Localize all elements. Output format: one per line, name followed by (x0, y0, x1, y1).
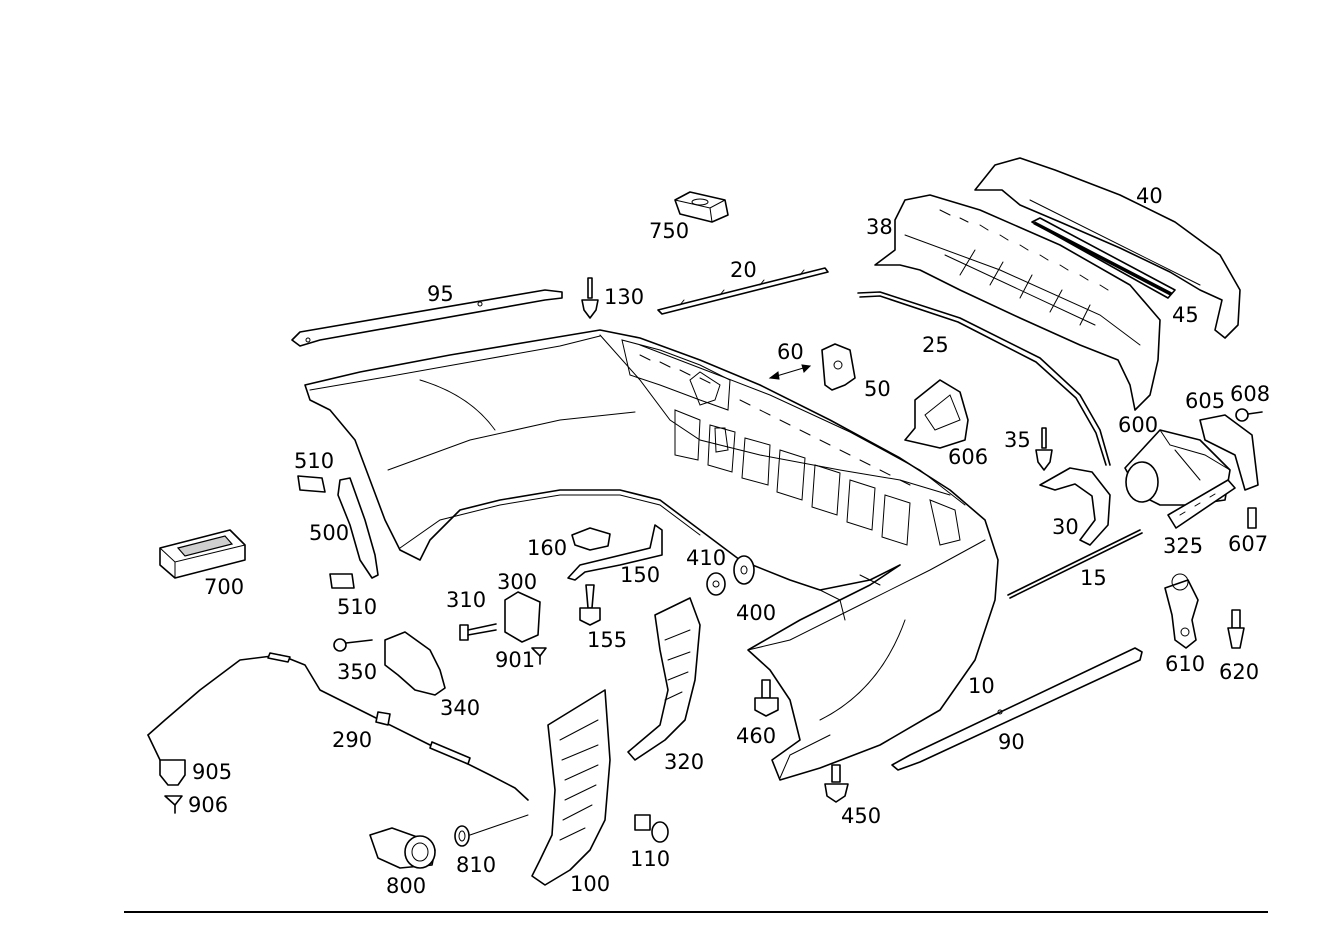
callout-310: 310 (446, 588, 486, 612)
callout-labels: 10 15 20 25 30 35 38 40 45 50 60 90 95 1… (188, 184, 1270, 898)
part-901-clip (531, 647, 547, 665)
part-60-arrows (768, 364, 812, 380)
callout-607: 607 (1228, 532, 1268, 556)
part-510-clip-upper (297, 475, 326, 493)
part-800-sensor (369, 827, 436, 869)
part-15-strip (1007, 529, 1143, 599)
part-500-bracket (337, 477, 379, 579)
part-700-control-unit (159, 529, 246, 579)
callout-905: 905 (192, 760, 232, 784)
callout-38: 38 (866, 215, 893, 239)
callout-500: 500 (309, 521, 349, 545)
part-607-clip (1247, 507, 1257, 529)
callout-95: 95 (427, 282, 454, 306)
part-906-cap (164, 795, 183, 814)
part-750-block (674, 191, 729, 223)
callout-600: 600 (1118, 413, 1158, 437)
callout-610: 610 (1165, 652, 1205, 676)
callout-150: 150 (620, 563, 660, 587)
part-450-clip (824, 764, 849, 803)
part-30-bracket (1039, 467, 1111, 546)
callout-608: 608 (1230, 382, 1270, 406)
part-300-module (504, 591, 541, 643)
part-320-bracket (627, 597, 701, 761)
part-40-upper-panel (974, 157, 1241, 339)
part-25-trim-strip (857, 291, 1111, 466)
callout-800: 800 (386, 874, 426, 898)
part-510-clip-lower (329, 573, 355, 589)
part-110-clip (634, 814, 669, 843)
callout-620: 620 (1219, 660, 1259, 684)
callout-35: 35 (1004, 428, 1031, 452)
callout-906: 906 (188, 793, 228, 817)
part-90-strip (891, 647, 1143, 771)
callout-400: 400 (736, 601, 776, 625)
part-38-diffuser (874, 194, 1161, 411)
callout-160: 160 (527, 536, 567, 560)
callout-40: 40 (1136, 184, 1163, 208)
part-155-screw (579, 584, 601, 626)
part-150-bracket (567, 524, 663, 581)
part-610-sensor (1164, 573, 1199, 649)
part-810-ring (454, 814, 529, 847)
callout-130: 130 (604, 285, 644, 309)
part-605-bracket (1199, 414, 1259, 491)
callout-510-lower: 510 (337, 595, 377, 619)
callout-700: 700 (204, 575, 244, 599)
callout-10: 10 (968, 674, 995, 698)
callout-290: 290 (332, 728, 372, 752)
part-350-bolt (333, 638, 373, 652)
part-290-wiring-harness (147, 652, 529, 801)
part-460-bolt (754, 679, 779, 717)
callout-45: 45 (1172, 303, 1199, 327)
callout-350: 350 (337, 660, 377, 684)
part-606-bracket (904, 379, 969, 449)
part-340-bracket (384, 631, 446, 696)
part-310-bolt (459, 623, 497, 641)
callout-15: 15 (1080, 566, 1107, 590)
callout-510-upper: 510 (294, 449, 334, 473)
part-160-holder (571, 527, 611, 551)
callout-750: 750 (649, 219, 689, 243)
callout-606: 606 (948, 445, 988, 469)
callout-460: 460 (736, 724, 776, 748)
callout-20: 20 (730, 258, 757, 282)
part-130-rivet (581, 277, 599, 319)
part-400-washer (733, 555, 755, 585)
callout-300: 300 (497, 570, 537, 594)
callout-50: 50 (864, 377, 891, 401)
part-35-clip (1035, 427, 1053, 471)
callout-605: 605 (1185, 389, 1225, 413)
callout-110: 110 (630, 847, 670, 871)
callout-810: 810 (456, 853, 496, 877)
callout-60: 60 (777, 340, 804, 364)
part-20-strip (657, 267, 829, 315)
callout-25: 25 (922, 333, 949, 357)
part-95-strip (291, 289, 563, 347)
part-410-nut (706, 572, 726, 596)
part-600-housing (1124, 429, 1231, 506)
callout-450: 450 (841, 804, 881, 828)
callout-100: 100 (570, 872, 610, 896)
part-325-trim (1167, 479, 1236, 529)
callout-325: 325 (1163, 534, 1203, 558)
part-608-screw (1235, 408, 1263, 422)
callout-90: 90 (998, 730, 1025, 754)
callout-901: 901 (495, 648, 535, 672)
part-10-bumper-cover (304, 329, 999, 781)
part-45-strip (1031, 217, 1176, 299)
callout-30: 30 (1052, 515, 1079, 539)
part-100-bracket (531, 689, 611, 886)
callout-155: 155 (587, 628, 627, 652)
callout-410: 410 (686, 546, 726, 570)
part-905-connector (159, 759, 186, 786)
part-620-clip (1227, 609, 1245, 649)
part-50-bracket (821, 343, 856, 391)
callout-320: 320 (664, 750, 704, 774)
callout-340: 340 (440, 696, 480, 720)
